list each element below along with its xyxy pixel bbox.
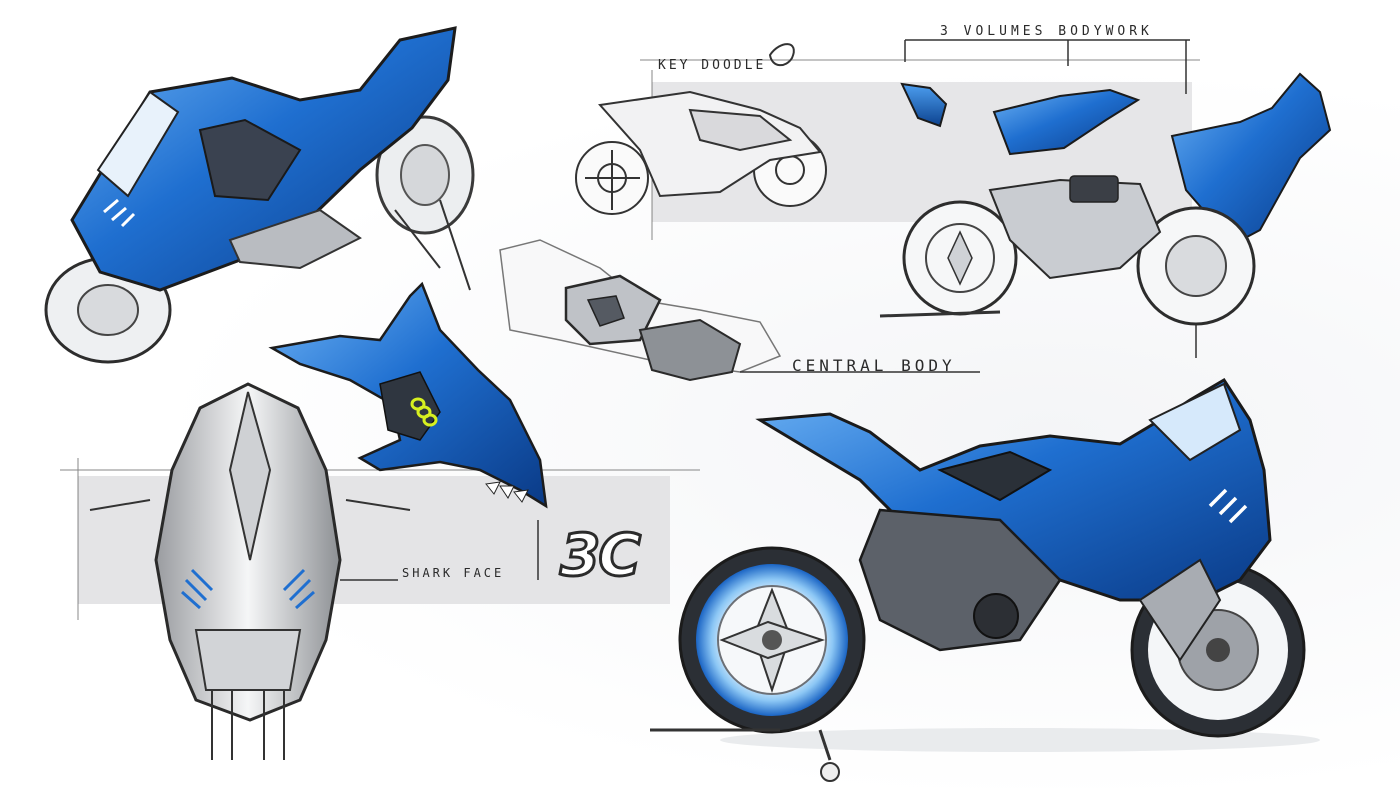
sport-bike-sketch-top-left [44,26,475,364]
shark-face-label: SHARK FACE [402,566,505,580]
brand-logo: 3C [559,521,643,589]
central-body-sketch [499,239,980,382]
front-fairing-sketch [89,382,411,760]
shark-sketch [268,281,548,580]
key-doodle-label: KEY DOODLE [658,58,767,73]
three-volumes-bodywork-sketch [879,39,1332,358]
three-volumes-bodywork-label: 3 VOLUMES BODYWORK [940,24,1153,39]
main-sport-bike-render [650,377,1320,782]
key-doodle-bike-sketch [575,43,827,215]
central-body-label: CENTRAL BODY [792,356,956,375]
